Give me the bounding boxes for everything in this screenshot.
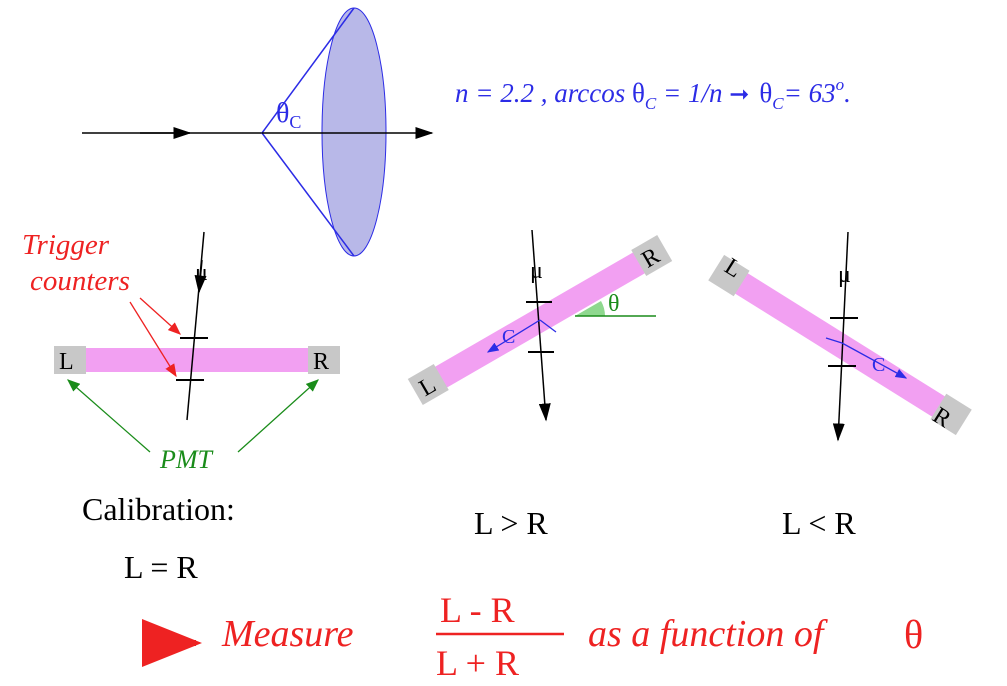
calibration-setup: L R μ Trigger counters PMT xyxy=(22,229,340,474)
measure-statement: Measure L - R L + R as a function of θ xyxy=(142,590,923,683)
cherenkov-light-arrow-tilt-down xyxy=(841,342,908,379)
measure-word: Measure xyxy=(221,613,354,655)
fraction-denominator: L + R xyxy=(436,643,519,683)
cone-upper-edge xyxy=(261,7,355,134)
tilt-up-setup: L R μ θ C xyxy=(407,229,673,422)
pmt-left-tilt-up xyxy=(407,364,449,405)
cherenkov-label-tilt-up: C xyxy=(502,326,515,348)
case-tilt-down-caption: L < R xyxy=(782,505,856,541)
scintillator-bar xyxy=(84,348,310,372)
measure-theta: θ xyxy=(904,612,923,657)
end-left-label: L xyxy=(59,349,74,375)
muon-label-tilt-up: μ xyxy=(530,258,543,284)
theta-label: θ xyxy=(608,291,620,317)
muon-arrow xyxy=(194,259,207,294)
muon-track-tilt-down xyxy=(832,231,849,442)
scintillator-bar-tilt-down xyxy=(731,271,949,419)
muon-label: μ xyxy=(195,260,208,286)
cone-base-ellipse xyxy=(321,7,387,257)
pmt-right-tilt-down xyxy=(930,393,972,436)
trigger-arrow-lower xyxy=(129,301,177,378)
case-tilt-up-caption: L > R xyxy=(474,505,548,541)
muon-label-tilt-down: μ xyxy=(838,262,851,288)
pmt-arrow-left xyxy=(67,379,151,453)
pmt-arrow-right xyxy=(237,379,319,453)
cherenkov-light-arrow-tilt-up xyxy=(486,319,541,353)
tilt-down-setup: L R μ C xyxy=(708,231,972,442)
cone-angle-label: θC xyxy=(276,98,301,132)
angle-wedge xyxy=(575,301,605,316)
trigger-arrow-upper xyxy=(139,297,181,335)
cone-lower-edge xyxy=(261,132,355,257)
fraction-numerator: L - R xyxy=(440,590,515,630)
muon-track-tilt-up xyxy=(531,229,551,422)
pmt-label: PMT xyxy=(159,445,214,474)
pmt-right xyxy=(308,346,340,374)
cherenkov-label-tilt-down: C xyxy=(872,354,885,376)
as-function-text: as a function of xyxy=(588,613,828,655)
trigger-label: Trigger xyxy=(22,229,110,261)
counters-label: counters xyxy=(30,265,130,297)
cherenkov-side-tilt-up xyxy=(539,319,557,333)
cherenkov-side-tilt-down xyxy=(825,337,843,344)
calibration-equation: L = R xyxy=(124,549,198,585)
cherenkov-cone: θC xyxy=(82,7,434,257)
calibration-caption: Calibration: xyxy=(82,491,235,527)
pmt-left xyxy=(54,346,86,374)
pmt-right-tilt-up xyxy=(631,235,673,276)
pmt-left-tilt-down xyxy=(708,254,750,297)
cherenkov-formula: n = 2.2 , arccos θC = 1/n ➞θC= 63o. xyxy=(455,75,851,113)
end-right-label: R xyxy=(313,349,329,375)
